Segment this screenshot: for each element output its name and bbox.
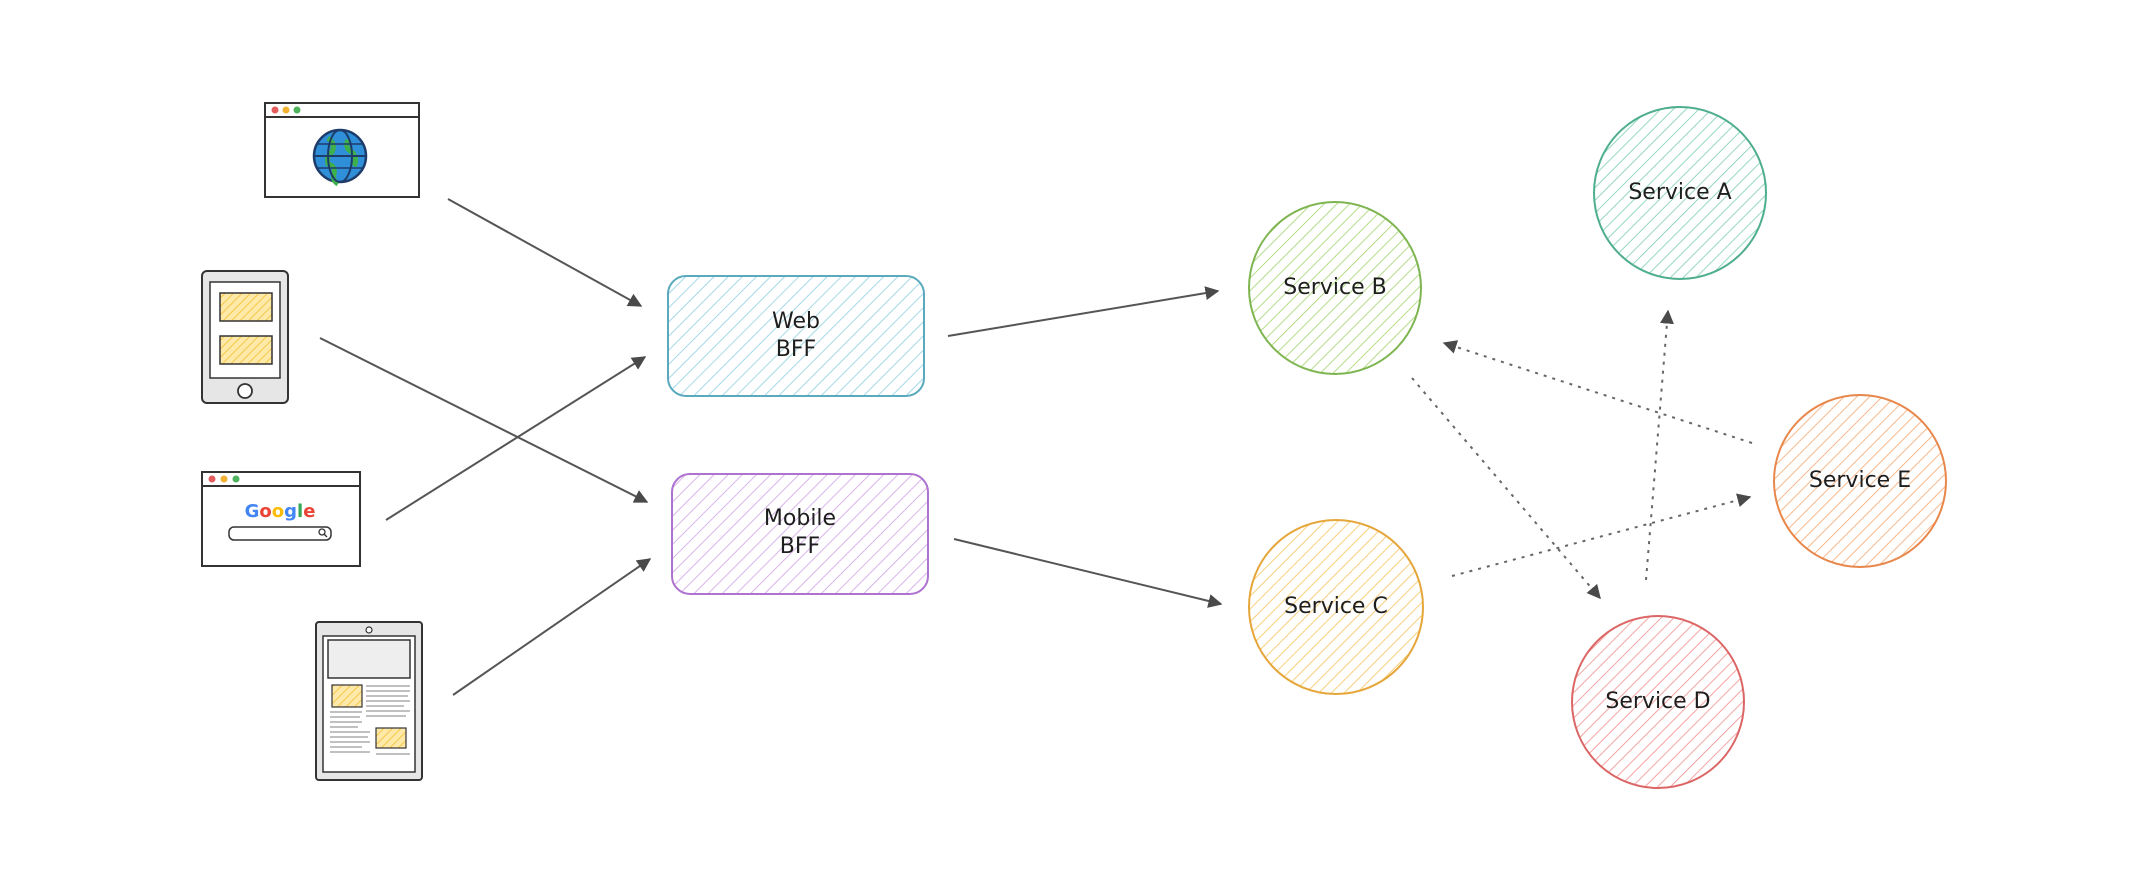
mobile-bff-label-line2: BFF [780,534,820,559]
web-browser-icon [264,102,420,198]
service-d-label: Service D [1605,689,1710,714]
arrow-search-browser-to-web-bff [385,356,647,521]
bff-connections [947,286,1223,608]
arrow-web-browser-to-web-bff [447,198,643,307]
service-b-label: Service B [1283,275,1386,300]
globe-icon [312,128,368,187]
web-bff-label-line2: BFF [776,337,816,362]
mobile-bff-box: Mobile BFF [671,473,929,595]
mobile-bff-label-line1: Mobile [764,506,836,531]
smartphone-icon [201,270,289,404]
service-c-label: Service C [1284,594,1388,619]
search-box [228,526,332,541]
service-connections [1411,309,1753,600]
web-bff-label-line1: Web [772,309,820,334]
arrow-web-bff-to-service-b [947,286,1220,337]
arrow-service-b-to-service-d [1411,377,1601,600]
service-d-node: Service D [1571,615,1745,789]
service-b-node: Service B [1248,201,1422,375]
search-engine-logo: Google [245,501,316,522]
client-connections [319,198,652,696]
tablet-icon [315,621,423,781]
tablet-text-lines [330,685,410,755]
service-e-node: Service E [1773,394,1947,568]
service-a-node: Service A [1593,106,1767,280]
arrow-tablet-to-mobile-bff [452,558,652,696]
arrow-smartphone-to-mobile-bff [319,337,649,503]
arrow-service-e-to-service-b [1442,340,1753,444]
magnifier-icon [318,528,328,538]
service-a-label: Service A [1628,180,1731,205]
arrow-service-c-to-service-e [1451,493,1752,577]
arrow-mobile-bff-to-service-c [953,538,1223,608]
service-e-label: Service E [1809,468,1911,493]
search-browser-icon: Google [201,471,361,567]
service-c-node: Service C [1248,519,1424,695]
arrow-service-d-to-service-a [1645,309,1674,581]
web-bff-box: Web BFF [667,275,925,397]
